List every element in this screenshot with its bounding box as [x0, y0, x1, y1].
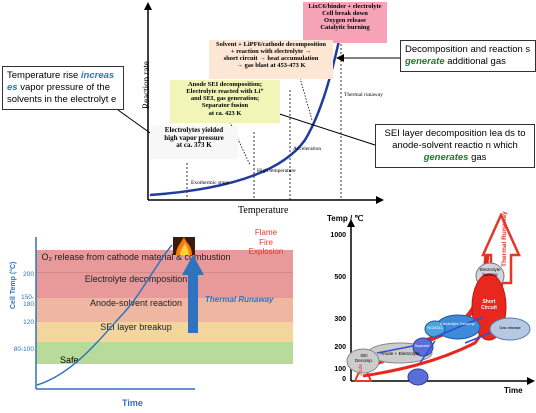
band-label-anode: Anode-solvent reaction — [89, 298, 183, 308]
bottom-right-xlabel: Time — [504, 386, 523, 395]
bubble-sei-decomp: SEI Decomp. — [354, 353, 373, 363]
r-ytick-1000: 1000 — [330, 232, 346, 239]
ytick-120: 120 — [23, 319, 34, 326]
bubble-anode-electrolyte: Anode + Electrolyte — [380, 351, 420, 356]
callout-vapor-pressure: Temperature rise increas es vapor pressu… — [2, 66, 124, 110]
box-catalytic-burning: LixC6/binder + electrolyte Cell break do… — [303, 2, 387, 43]
callout-gas-generation: Decomposition and reaction s generate ad… — [400, 40, 536, 72]
band-safe — [36, 342, 293, 364]
ytick-200: 200 — [23, 271, 34, 278]
bottom-left-xlabel: Time — [122, 398, 143, 408]
bubble-separator: Separator — [414, 344, 430, 348]
band-label-o2: O₂ release from cathode material & combu… — [41, 252, 231, 262]
thermal-runaway-label: Thermal Runaway — [205, 295, 274, 304]
bottom-right-ylabel: Temp / ℃ — [327, 214, 364, 223]
top-chart-xlabel: Temperature — [238, 205, 289, 216]
ytick-150-180: 150-180 — [20, 294, 34, 308]
stage-thermal-runaway: Thermal runaway — [344, 92, 383, 98]
band-label-safe: Safe — [60, 355, 79, 365]
r-ytick-200: 200 — [334, 344, 346, 351]
bottom-right-graphics — [346, 213, 535, 386]
band-label-electrolyte: Electrolyte decomposition — [84, 274, 188, 284]
r-ytick-300: 300 — [334, 316, 346, 323]
box-electrolyte-vapor-pressure: Electrolytes yielded high vapor pressure… — [150, 126, 238, 159]
ytick-80-100: 80-100 — [13, 346, 34, 353]
bubble-gas-release: Gas release — [499, 325, 521, 330]
bottom-left-graphics — [35, 237, 204, 390]
band-o2-release — [36, 250, 293, 298]
bubble-short-circuit: Short Circuit — [481, 299, 497, 311]
r-ytick-0: 0 — [342, 376, 346, 383]
band-divider — [36, 272, 293, 273]
band-anode — [36, 322, 293, 342]
bubble-electrolyte-burning: Electrolyte burning — [479, 267, 501, 277]
band-electrolyte — [36, 298, 293, 322]
stage-high-temperature: High temperature — [257, 168, 296, 174]
bubble-ncm111: NCM111 — [427, 325, 443, 330]
flame-labels: Flame Fire Explosion — [248, 228, 284, 257]
box-anode-sei-decomposition: Anode SEI decomposition; Electrolyte rea… — [170, 80, 280, 123]
r-thermal-runaway-label: Thermal Runaway — [501, 211, 508, 267]
top-chart-ylabel: Reaction rate — [141, 61, 151, 109]
callout-sei-decomposition: SEI layer decomposition lea ds to anode-… — [375, 124, 535, 168]
stage-exothermic: Exothermic stage — [191, 180, 230, 186]
box-solvent-decomposition: Solvent + LiPF6/cathode decomposition + … — [209, 40, 333, 79]
band-label-sei: SEI layer breakup — [100, 322, 172, 332]
stage-acceleration: Acceleration — [293, 146, 322, 152]
bubble-electrolyte-decomp: Electrolyte Decomp. — [440, 321, 476, 326]
r-ytick-500: 500 — [334, 274, 346, 281]
r-ytick-100: 100 — [334, 366, 346, 373]
